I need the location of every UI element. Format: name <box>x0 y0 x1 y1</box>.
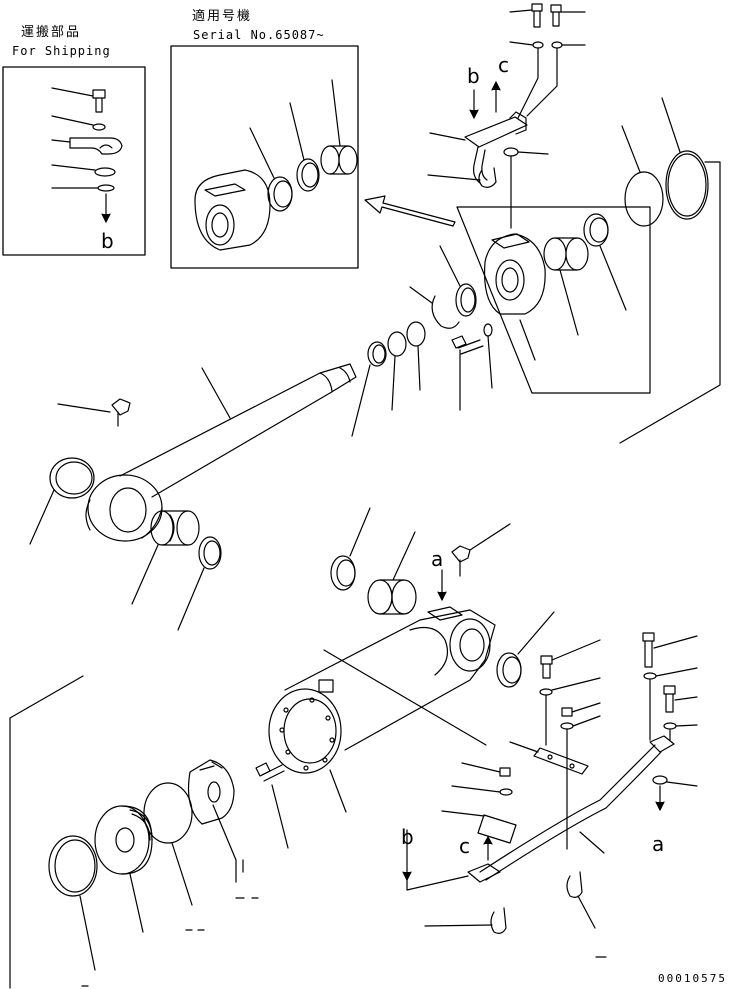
right-bolt-1 <box>642 632 698 668</box>
lower-washer-2 <box>560 715 601 730</box>
head-washer <box>483 323 493 389</box>
bolt-part <box>51 87 106 113</box>
dust-seal <box>439 245 477 317</box>
rod-bushing-seal <box>177 536 222 631</box>
shipping-title-jp: 運搬部品 <box>21 25 82 40</box>
rod-end-seal <box>29 457 95 545</box>
tube-end-seal <box>330 507 371 591</box>
backup-ring <box>621 125 664 227</box>
lower-nut-1 <box>561 702 601 717</box>
tube-eye-seal <box>496 611 555 688</box>
lower-pipe-assembly <box>402 632 698 934</box>
set-screw <box>255 762 289 849</box>
lower-hose-clamp-1 <box>424 907 507 934</box>
seal-ring-variant-1 <box>249 127 293 212</box>
callout-c-top: c <box>498 53 509 77</box>
variant-pointer-arrow <box>364 195 456 227</box>
rod-bushing <box>131 510 200 605</box>
cylinder-head <box>483 233 546 315</box>
clamp-part <box>51 137 123 155</box>
callout-b-low: b <box>401 825 414 849</box>
top-bolt-1 <box>509 3 543 28</box>
piston <box>94 805 153 933</box>
grease-fitting-rod <box>57 398 131 427</box>
piston-nut <box>187 759 244 883</box>
shipping-title-en: For Shipping <box>12 44 111 58</box>
serial-variant-inset <box>170 45 359 269</box>
lower-hose-clamp-2 <box>566 871 596 929</box>
shipping-parts-inset <box>2 66 146 256</box>
clamp-plate <box>509 741 589 775</box>
head-assembly <box>409 97 721 444</box>
lower-washer-1 <box>539 677 601 696</box>
piston-rod <box>29 321 426 631</box>
callout-a-mid: a <box>431 547 444 571</box>
piston-ring <box>143 782 193 906</box>
tube-bushing <box>367 531 417 615</box>
lower-bolt-1 <box>540 639 601 679</box>
clamp-washer <box>451 785 513 796</box>
washer-part <box>51 115 106 131</box>
head-seal <box>583 213 627 311</box>
shipping-callout-b: b <box>101 229 114 253</box>
stray-marks <box>81 897 607 987</box>
top-oring <box>503 147 549 229</box>
cylinder-tube <box>268 523 511 813</box>
rod-ring-2 <box>387 331 407 411</box>
callout-c-low: c <box>459 834 470 858</box>
top-pipe-assembly <box>427 3 586 229</box>
wear-ring <box>48 835 98 971</box>
o-ring-large <box>661 97 709 220</box>
cylinder-head-variant <box>194 169 271 251</box>
right-washer-2 <box>663 722 698 730</box>
snap-ring <box>409 286 460 329</box>
top-pipe <box>429 111 528 184</box>
seal-ring-variant-2 <box>289 102 320 192</box>
top-hose-clamp <box>427 167 497 188</box>
callout-a-right: a <box>652 832 665 856</box>
right-washer-1 <box>643 667 698 680</box>
right-bolt-2 <box>663 685 698 713</box>
document-number: 00010575 <box>658 972 727 985</box>
shim-part <box>51 164 116 177</box>
head-bushing <box>543 237 589 336</box>
pipe-bracket <box>441 810 517 844</box>
callout-b-top: b <box>467 64 480 88</box>
top-bolt-2 <box>550 4 586 27</box>
right-oring <box>652 775 698 787</box>
rod-ring-3 <box>406 321 426 391</box>
long-pipe <box>467 735 675 883</box>
grease-fitting-tube <box>451 523 511 577</box>
top-washer-1 <box>509 41 544 49</box>
serial-title-en: Serial No.65087~ <box>193 28 325 42</box>
piston-parts <box>9 675 289 989</box>
oring-part <box>51 184 115 192</box>
rod-ring-1 <box>351 341 387 437</box>
clamp-nut <box>461 762 511 777</box>
top-washer-2 <box>551 41 586 49</box>
head-bolt <box>451 335 484 411</box>
bushing-variant <box>320 79 358 175</box>
serial-title-jp: 適用号機 <box>192 9 253 24</box>
